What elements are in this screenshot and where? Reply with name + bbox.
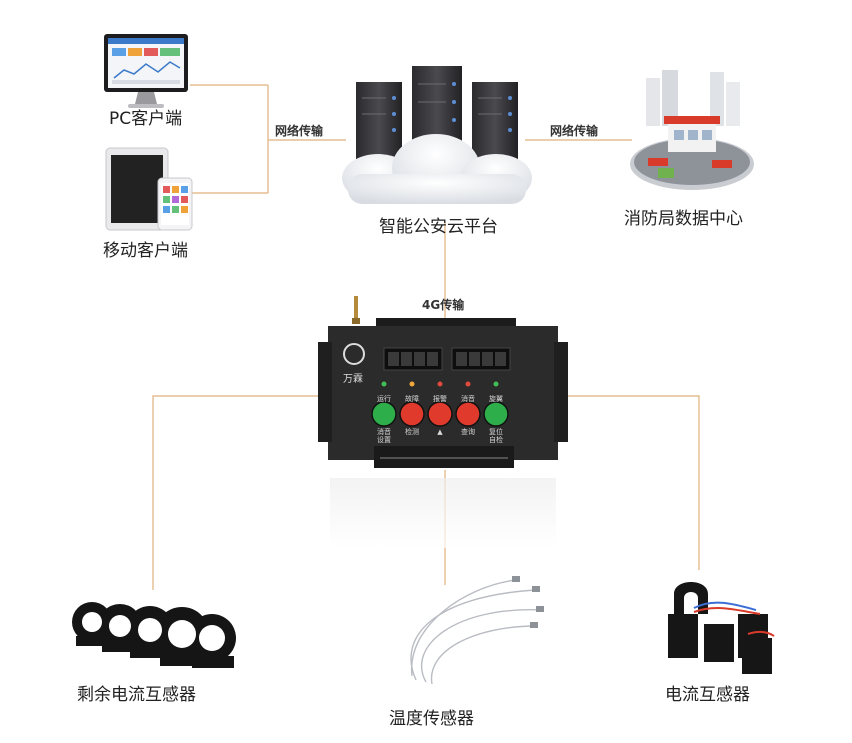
indicator-label: 旋翼 [489, 395, 503, 403]
brand-logo-icon [343, 343, 365, 365]
button-label: 检测 [405, 428, 419, 436]
residual-current-sensor-icon [72, 602, 236, 668]
mobile-devices-icon [105, 147, 193, 231]
cloud-server-icon [342, 66, 532, 204]
temp-sensor-label: 温度传感器 [389, 709, 474, 729]
button-label: 复位 自检 [489, 428, 503, 444]
indicator-label: 故障 [405, 395, 419, 403]
net-right-label: 网络传输 [550, 124, 599, 138]
net-left-label: 网络传输 [275, 124, 324, 138]
residual-sensor-label: 剩余电流互感器 [77, 685, 196, 705]
current-sensor-label: 电流互感器 [665, 685, 750, 705]
cloud-platform-label: 智能公安云平台 [379, 217, 498, 237]
button-down [399, 401, 425, 427]
current-link-line [565, 395, 700, 570]
indicator-label: 消音 [461, 395, 475, 403]
button-silence-setting [371, 401, 397, 427]
button-query [455, 401, 481, 427]
button-label: 查询 [461, 428, 475, 436]
device-brand-label: 万霖 [343, 374, 363, 385]
current-sensor-icon [668, 582, 775, 674]
pc-client-label: PC客户端 [109, 109, 183, 129]
mobile-client-label: 移动客户端 [103, 241, 188, 261]
residual-link-line [152, 395, 318, 590]
controller-device [318, 296, 568, 468]
indicator-label: 运行 [377, 395, 391, 403]
button-up [427, 401, 453, 427]
button-reset [483, 401, 509, 427]
temperature-sensor-icon [410, 576, 544, 685]
fire-station-icon [630, 70, 754, 190]
antenna-icon [354, 296, 358, 322]
pc-monitor-icon [104, 34, 188, 108]
button-label: ▲ [437, 428, 443, 436]
indicator-label: 报警 [433, 395, 447, 403]
device-reflection [330, 478, 556, 548]
fire-center-label: 消防局数据中心 [624, 209, 743, 229]
button-label: 消音 设置 [377, 428, 391, 444]
cellular-label: 4G传输 [422, 298, 465, 312]
